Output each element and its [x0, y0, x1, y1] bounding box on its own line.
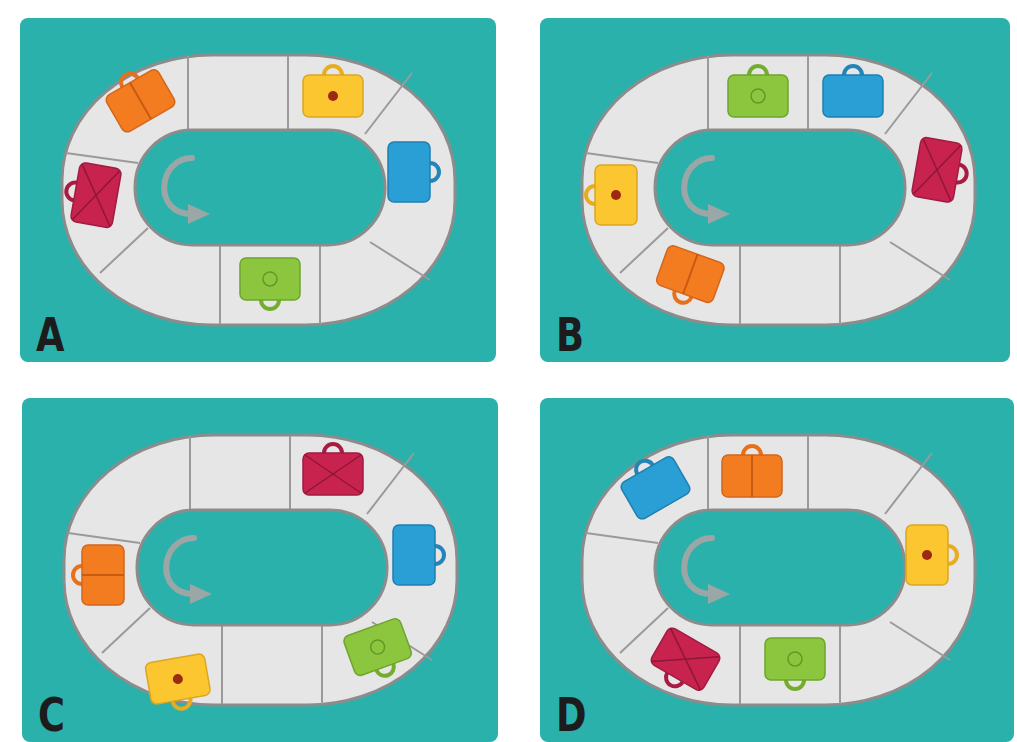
panel: D [540, 398, 1014, 742]
panel: C [22, 398, 498, 742]
panel: A [20, 18, 496, 362]
panel-letter: D [556, 692, 587, 738]
panel-letter: C [38, 692, 65, 738]
panel-letter: B [556, 312, 584, 358]
panel-letter: A [36, 312, 64, 358]
panel: B [540, 18, 1010, 362]
